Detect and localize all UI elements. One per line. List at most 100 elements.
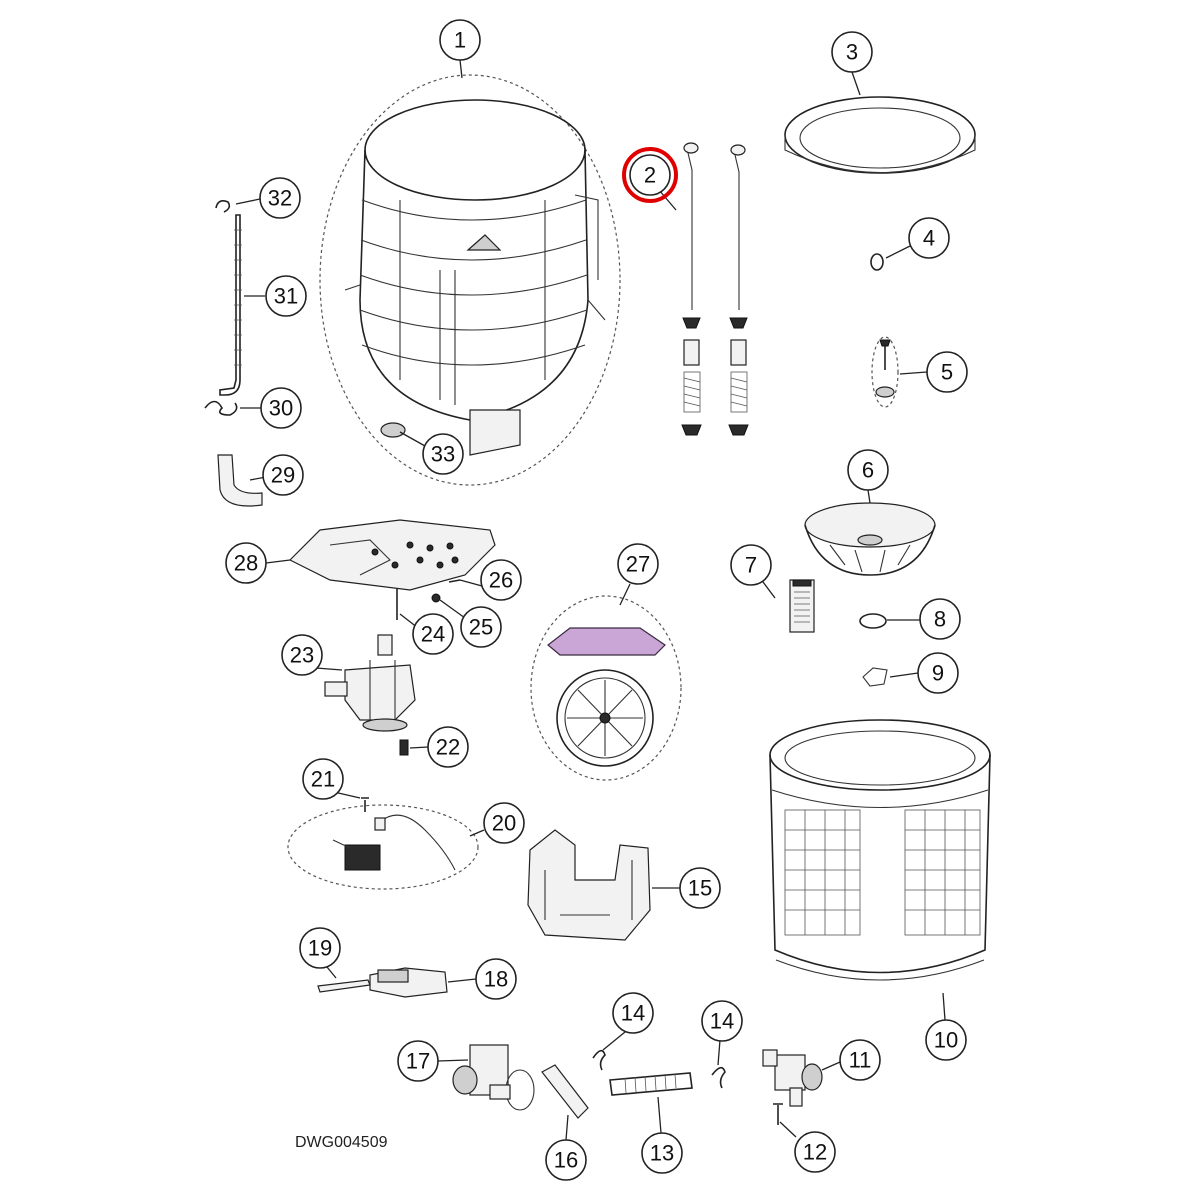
highlight-ring (622, 147, 678, 203)
svg-text:15: 15 (688, 876, 712, 901)
svg-text:2: 2 (644, 163, 656, 188)
part-base-plate (288, 519, 496, 591)
callout-21[interactable]: 21 (302, 758, 344, 800)
part-tub-cover-set (530, 595, 682, 781)
callout-20[interactable]: 20 (483, 802, 525, 844)
callout-14a[interactable]: 14 (612, 992, 654, 1034)
callout-14b[interactable]: 14 (701, 1000, 743, 1042)
part-pressure-hose-ribs (234, 229, 242, 366)
part-gasket (859, 613, 887, 629)
part-screw-22 (399, 739, 409, 756)
callout-30[interactable]: 30 (260, 387, 302, 429)
callout-15[interactable]: 15 (679, 867, 721, 909)
svg-text:1: 1 (454, 28, 466, 53)
part-screw-21 (361, 797, 369, 812)
callout-11[interactable]: 11 (839, 1039, 881, 1081)
callout-23[interactable]: 23 (281, 634, 323, 676)
callout-16[interactable]: 16 (545, 1139, 587, 1181)
part-washer-25 (431, 593, 441, 603)
svg-text:10: 10 (934, 1028, 958, 1053)
part-motor-clutch (324, 634, 416, 732)
part-clip-32 (215, 200, 231, 213)
part-screw-12 (773, 1103, 783, 1125)
callout-28[interactable]: 28 (225, 542, 267, 584)
svg-text:28: 28 (234, 551, 258, 576)
part-nut (862, 667, 888, 687)
svg-text:22: 22 (436, 735, 460, 760)
part-screw-26 (448, 579, 461, 583)
callout-33[interactable]: 33 (422, 433, 464, 475)
callout-9[interactable]: 9 (917, 652, 959, 694)
callout-31[interactable]: 31 (265, 275, 307, 317)
svg-text:29: 29 (271, 463, 295, 488)
svg-text:20: 20 (492, 811, 516, 836)
svg-text:11: 11 (849, 1048, 872, 1073)
callout-8[interactable]: 8 (919, 598, 961, 640)
part-lid-lock (369, 967, 448, 998)
callout-26[interactable]: 26 (480, 559, 522, 601)
callout-22[interactable]: 22 (427, 726, 469, 768)
svg-text:25: 25 (469, 615, 493, 640)
part-inner-basket (769, 719, 991, 981)
part-bolt-24 (393, 584, 401, 620)
callout-29[interactable]: 29 (262, 454, 304, 496)
part-clip-30 (204, 400, 238, 416)
svg-text:13: 13 (650, 1141, 674, 1166)
callout-17[interactable]: 17 (397, 1040, 439, 1082)
drawing-number: DWG004509 (295, 1134, 388, 1151)
part-inlet-valve (762, 1049, 823, 1107)
part-outer-tub (319, 74, 621, 486)
callout-13[interactable]: 13 (641, 1132, 683, 1174)
part-drain-hose (609, 1072, 693, 1096)
leader-lines (235, 59, 946, 1141)
part-clamp-14a (592, 1049, 606, 1071)
part-bracket (527, 829, 651, 941)
part-screw-set (871, 336, 899, 408)
svg-text:32: 32 (268, 186, 292, 211)
callout-10[interactable]: 10 (925, 1019, 967, 1061)
callout-18[interactable]: 18 (475, 958, 517, 1000)
svg-text:4: 4 (923, 226, 935, 251)
callout-6[interactable]: 6 (847, 449, 889, 491)
svg-text:30: 30 (269, 396, 293, 421)
callout-7[interactable]: 7 (730, 544, 772, 586)
part-pressure-hose (219, 214, 241, 396)
part-o-ring (870, 253, 884, 271)
part-balance-ring (784, 96, 976, 174)
svg-text:16: 16 (554, 1148, 578, 1173)
part-pulsator (804, 502, 936, 576)
callout-25[interactable]: 25 (460, 606, 502, 648)
callout-1[interactable]: 1 (439, 19, 481, 61)
callout-32[interactable]: 32 (259, 177, 301, 219)
callout-27[interactable]: 27 (617, 543, 659, 585)
svg-text:14: 14 (710, 1009, 734, 1034)
part-lint-filter (789, 579, 815, 633)
svg-text:23: 23 (290, 643, 314, 668)
part-actuator (317, 979, 371, 993)
svg-text:9: 9 (932, 661, 944, 686)
part-wire-harness (287, 804, 479, 890)
svg-text:33: 33 (431, 442, 455, 467)
callout-12[interactable]: 12 (794, 1131, 836, 1173)
svg-text:18: 18 (484, 967, 508, 992)
part-clamp-14b (711, 1066, 726, 1089)
part-hose-elbow (217, 454, 263, 507)
callout-4[interactable]: 4 (908, 217, 950, 259)
callout-19[interactable]: 19 (299, 927, 341, 969)
part-plate (541, 1064, 589, 1119)
svg-text:31: 31 (274, 284, 298, 309)
svg-text:7: 7 (745, 553, 757, 578)
svg-text:14: 14 (621, 1001, 645, 1026)
svg-text:12: 12 (803, 1140, 827, 1165)
part-drain-pump (452, 1044, 535, 1111)
svg-text:8: 8 (934, 607, 946, 632)
svg-text:19: 19 (308, 936, 332, 961)
callout-5[interactable]: 5 (926, 351, 968, 393)
svg-text:5: 5 (941, 360, 953, 385)
svg-text:26: 26 (489, 568, 513, 593)
callout-3[interactable]: 3 (831, 31, 873, 73)
callout-24[interactable]: 24 (412, 613, 454, 655)
callout-2[interactable]: 2 (629, 154, 671, 196)
svg-text:21: 21 (311, 767, 335, 792)
